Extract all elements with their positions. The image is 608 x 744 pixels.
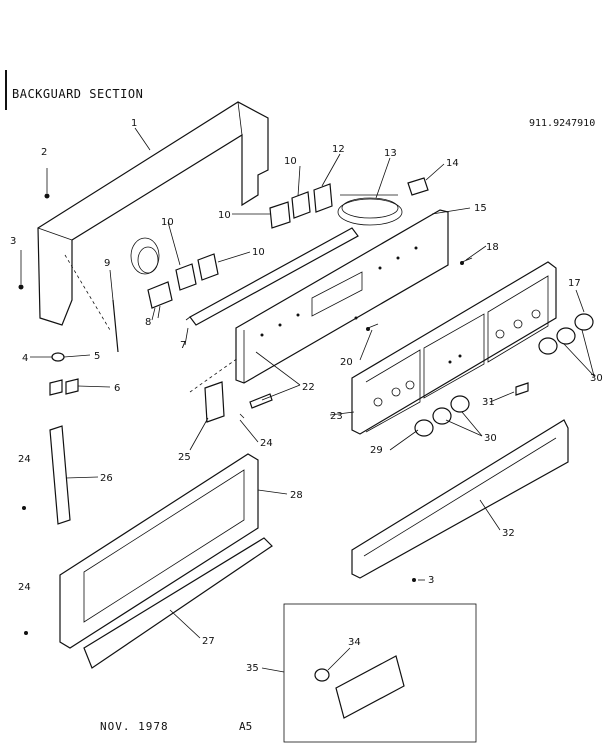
callout-2: 2 bbox=[41, 147, 47, 158]
part-control-face-panel bbox=[351, 261, 557, 435]
callout-34: 34 bbox=[348, 637, 361, 648]
callout-3-left: 3 bbox=[10, 236, 16, 247]
callout-17: 17 bbox=[568, 278, 581, 289]
callout-3-right: 3 bbox=[428, 575, 434, 586]
callout-18: 18 bbox=[486, 242, 499, 253]
callout-8: 8 bbox=[145, 317, 151, 328]
callout-4: 4 bbox=[22, 353, 28, 364]
callout-24-c: 24 bbox=[18, 582, 31, 593]
callout-14: 14 bbox=[446, 158, 459, 169]
diagram-date: NOV. 1978 bbox=[100, 720, 169, 733]
part-switches bbox=[175, 183, 333, 291]
callout-22: 22 bbox=[302, 382, 315, 393]
callout-24-a: 24 bbox=[18, 454, 31, 465]
part-fluorescent-tube bbox=[184, 227, 359, 346]
callout-25: 25 bbox=[178, 452, 191, 463]
callout-26: 26 bbox=[100, 473, 113, 484]
part-control-panel bbox=[235, 209, 449, 384]
callout-labels: 1 2 3 4 5 6 7 8 9 10 10 10 10 12 13 14 1… bbox=[10, 118, 603, 674]
part-ring-bracket bbox=[337, 177, 429, 226]
part-lower-trim bbox=[83, 537, 273, 669]
part-rod bbox=[109, 269, 119, 353]
part-backguard-cover bbox=[37, 101, 269, 331]
part-plate bbox=[189, 357, 239, 423]
part-knobs bbox=[414, 313, 594, 437]
callout-5: 5 bbox=[94, 351, 100, 362]
callout-35: 35 bbox=[246, 663, 259, 674]
part-rear-panel bbox=[24, 453, 259, 649]
callout-29: 29 bbox=[370, 445, 383, 456]
callout-6: 6 bbox=[114, 383, 120, 394]
callout-24-b: 24 bbox=[260, 438, 273, 449]
part-panel-screws bbox=[239, 257, 473, 419]
callout-30-b: 30 bbox=[590, 373, 603, 384]
part-timer-clock bbox=[130, 237, 173, 321]
callout-10-c: 10 bbox=[218, 210, 231, 221]
part-side-bracket bbox=[22, 425, 71, 525]
leader-lines bbox=[65, 127, 595, 671]
model-number: 911.9247910 bbox=[529, 118, 596, 129]
callout-7: 7 bbox=[180, 340, 186, 351]
part-knob-hardware bbox=[30, 352, 111, 396]
callout-23: 23 bbox=[330, 411, 343, 422]
callout-1: 1 bbox=[131, 118, 137, 129]
callout-10-d: 10 bbox=[284, 156, 297, 167]
callout-9: 9 bbox=[104, 258, 110, 269]
title-bar-mark bbox=[5, 70, 7, 110]
callout-10-a: 10 bbox=[161, 217, 174, 228]
part-kit-box bbox=[261, 603, 477, 743]
callout-13: 13 bbox=[384, 148, 397, 159]
callout-20: 20 bbox=[340, 357, 353, 368]
part-screw-31 bbox=[515, 382, 529, 396]
diagram-title: BACKGUARD SECTION bbox=[12, 87, 144, 101]
callout-30-a: 30 bbox=[484, 433, 497, 444]
callout-28: 28 bbox=[290, 490, 303, 501]
callout-27: 27 bbox=[202, 636, 215, 647]
part-screws-left bbox=[18, 168, 50, 290]
callout-32: 32 bbox=[502, 528, 515, 539]
callout-10-b: 10 bbox=[252, 247, 265, 258]
callout-15: 15 bbox=[474, 203, 487, 214]
page-code: A5 bbox=[239, 720, 253, 733]
part-trim-strip bbox=[351, 419, 569, 582]
callout-12: 12 bbox=[332, 144, 345, 155]
callout-31: 31 bbox=[482, 397, 495, 408]
